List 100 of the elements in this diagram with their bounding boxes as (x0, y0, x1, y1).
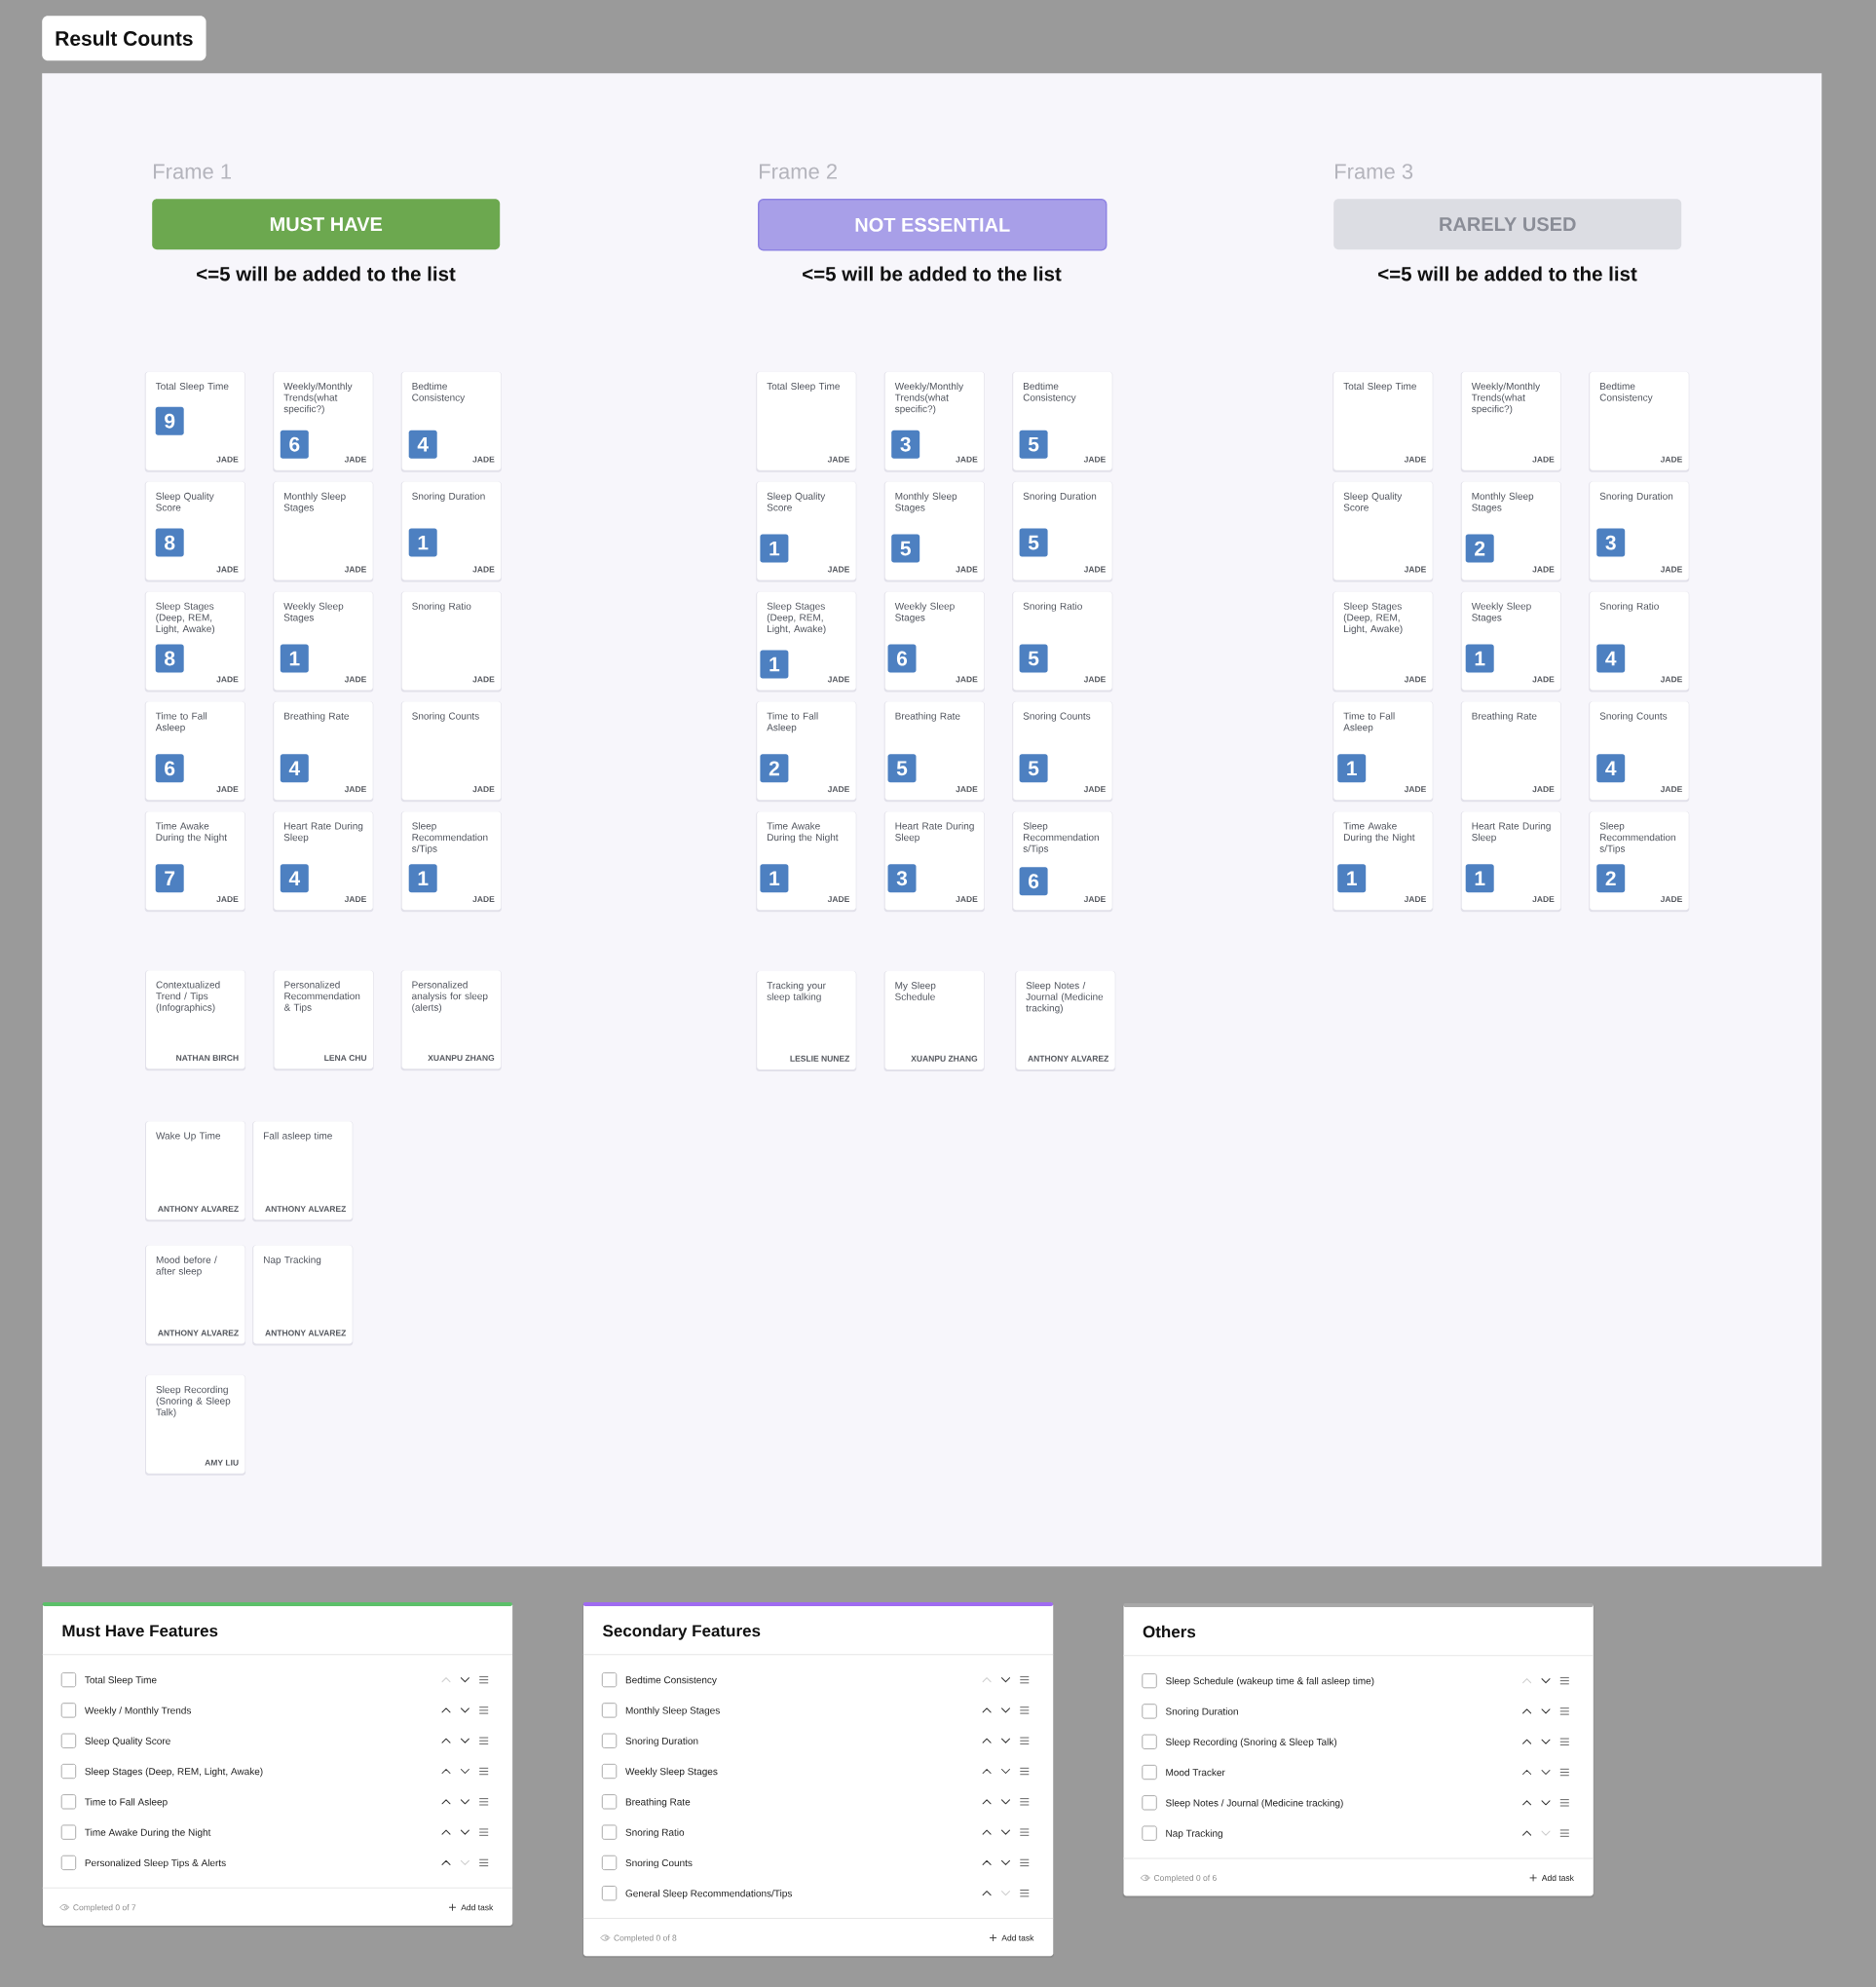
note-title: Heart Rate During Sleep (1472, 822, 1551, 844)
author-name: JADE (216, 786, 239, 793)
count-badge: 2 (760, 754, 789, 783)
task-text: Snoring Counts (625, 1858, 693, 1869)
count-badge: 1 (760, 650, 789, 679)
note-title: Time to Fall Asleep (1343, 712, 1395, 733)
note-title: Snoring Ratio (412, 602, 471, 612)
author-name: ANTHONY ALVAREZ (158, 1206, 239, 1213)
note-title: Bedtime Consistency (1599, 382, 1653, 403)
author-name: JADE (1083, 786, 1106, 793)
author-name: LESLIE NUNEZ (790, 1055, 850, 1062)
note-title: Weekly/Monthly Trends(what specific?) (1471, 382, 1541, 415)
frame-label: Frame 1 (154, 164, 231, 179)
sticky-note (883, 811, 985, 913)
task-text: Sleep Stages (Deep, REM, Light, Awake) (85, 1767, 263, 1778)
sticky-note (883, 701, 985, 803)
sticky-note (1012, 811, 1113, 913)
note-title: Sleep Recording (Snoring & Sleep Talk) (156, 1385, 231, 1418)
sticky-note (1012, 701, 1113, 803)
count-badge: 5 (1019, 754, 1048, 783)
sticky-note (273, 811, 374, 913)
author-name: JADE (956, 566, 978, 573)
panel-heading: Secondary Features (603, 1624, 761, 1640)
author-name: JADE (1660, 676, 1682, 683)
task-text: Total Sleep Time (85, 1675, 157, 1686)
author-name: NATHAN BIRCH (176, 1055, 239, 1062)
frame-label: Frame 2 (760, 164, 837, 179)
category-banner: RARELY USED (1333, 199, 1682, 250)
note-title: Snoring Duration (1023, 492, 1097, 502)
count-badge: 1 (1337, 754, 1367, 783)
note-title: Sleep Recommendation s/Tips (1023, 822, 1099, 854)
task-list-panel (41, 1602, 513, 1928)
sticky-note (1015, 970, 1116, 1071)
sticky-note (273, 481, 374, 582)
panel-heading: Others (1143, 1625, 1196, 1638)
sticky-note (1332, 481, 1434, 582)
author-name: JADE (1532, 786, 1555, 793)
count-badge: 4 (280, 754, 309, 783)
task-text: General Sleep Recommendations/Tips (625, 1890, 792, 1899)
task-text: Sleep Notes / Journal (Medicine tracking) (1165, 1799, 1343, 1809)
count-badge: 1 (1337, 864, 1367, 893)
author-name: JADE (956, 456, 978, 463)
sticky-note (252, 1121, 354, 1222)
author-name: JADE (1083, 896, 1106, 903)
completed-count: Completed 0 of 8 (614, 1934, 677, 1943)
author-name: JADE (827, 676, 849, 683)
author-name: ANTHONY ALVAREZ (265, 1206, 347, 1213)
sticky-note (144, 811, 245, 913)
note-title: Breathing Rate (895, 712, 960, 722)
author-name: JADE (1083, 566, 1106, 573)
note-title: Snoring Duration (412, 492, 485, 502)
count-badge: 4 (280, 864, 309, 893)
note-title: Snoring Ratio (1599, 602, 1659, 612)
sticky-note (1589, 591, 1690, 693)
count-badge: 5 (891, 534, 920, 563)
count-badge: 5 (887, 754, 917, 783)
note-title: Personalized analysis for sleep (alerts) (412, 981, 488, 1013)
sticky-note (1589, 811, 1690, 913)
author-name: JADE (216, 456, 239, 463)
sticky-note (1012, 591, 1113, 693)
author-name: JADE (216, 676, 239, 683)
sticky-note (1332, 591, 1434, 693)
count-badge: 6 (1019, 867, 1048, 896)
sticky-note (273, 371, 374, 472)
count-badge: 6 (155, 754, 184, 783)
task-text: Sleep Schedule (wakeup time & fall asleep time) (1165, 1676, 1374, 1687)
rule-note: <=5 will be added to the list (1378, 266, 1637, 281)
author-name: JADE (1404, 566, 1426, 573)
author-name: ANTHONY ALVAREZ (265, 1330, 347, 1336)
note-title: Snoring Counts (1599, 712, 1668, 722)
count-badge: 4 (1596, 644, 1626, 673)
author-name: JADE (472, 566, 495, 573)
author-name: XUANPU ZHANG (428, 1055, 495, 1062)
author-name: JADE (1660, 896, 1682, 903)
sticky-note (273, 970, 374, 1071)
note-title: Monthly Sleep Stages (283, 492, 346, 513)
task-text: Breathing Rate (625, 1798, 691, 1808)
author-name: JADE (1660, 786, 1682, 793)
note-title: Weekly/Monthly Trends(what specific?) (283, 382, 353, 415)
task-text: Weekly / Monthly Trends (84, 1706, 191, 1716)
author-name: JADE (827, 566, 849, 573)
author-name: JADE (344, 456, 366, 463)
note-title: Sleep Stages (Deep, REM, Light, Awake) (767, 602, 826, 635)
add-task-label: Add task (1541, 1874, 1574, 1881)
note-title: Weekly/Monthly Trends(what specific?) (894, 382, 964, 415)
note-title: Weekly Sleep Stages (894, 602, 955, 623)
author-name: ANTHONY ALVAREZ (158, 1330, 239, 1336)
author-name: XUANPU ZHANG (911, 1055, 978, 1062)
sticky-note (756, 970, 857, 1071)
count-badge: 3 (891, 430, 920, 459)
author-name: JADE (956, 786, 978, 793)
task-text: Time Awake During the Night (85, 1828, 211, 1838)
author-name: JADE (1660, 566, 1682, 573)
author-name: ANTHONY ALVAREZ (1028, 1055, 1109, 1062)
sticky-note (756, 481, 857, 582)
note-title: Bedtime Consistency (1023, 382, 1076, 403)
note-title: Snoring Counts (412, 712, 479, 722)
count-badge: 1 (1465, 864, 1494, 893)
note-title: Total Sleep Time (767, 382, 840, 393)
note-title: Sleep Quality Score (1343, 492, 1403, 511)
